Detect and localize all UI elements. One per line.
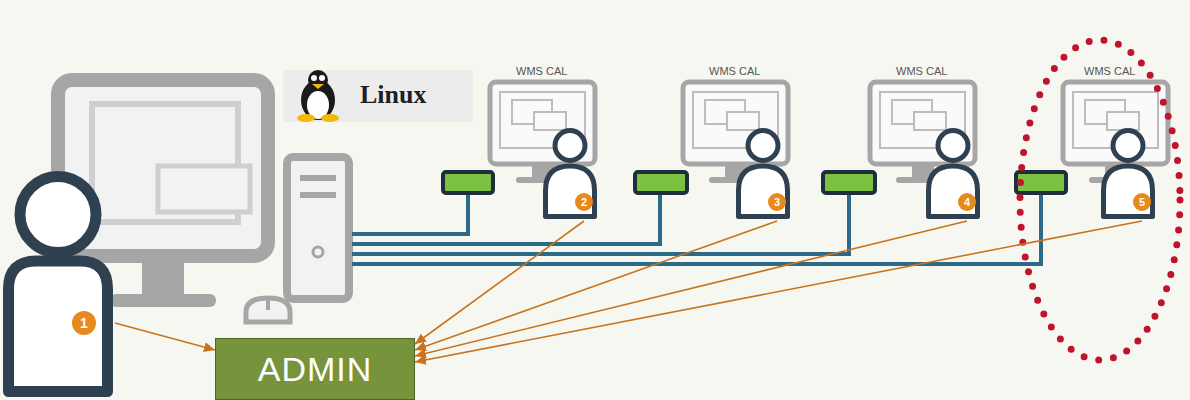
server-tower — [287, 157, 349, 299]
user-figure: 5 — [1100, 127, 1156, 220]
access-arrow — [415, 221, 777, 350]
highlight-ellipse — [1020, 40, 1180, 360]
access-arrow — [115, 323, 215, 350]
user-figure: 3 — [735, 127, 791, 220]
linux-logo — [283, 70, 473, 122]
callout-number: 1 — [72, 311, 96, 335]
callout-number: 2 — [575, 193, 593, 211]
user-figure: 1 — [2, 170, 114, 398]
station-label: WMS CAL — [709, 65, 760, 77]
callout-number: 4 — [958, 193, 976, 211]
callout-number: 5 — [1133, 193, 1151, 211]
admin-box: ADMIN — [215, 338, 415, 400]
access-arrow — [415, 221, 1142, 362]
user-figure: 4 — [925, 127, 981, 220]
user-figure: 2 — [542, 127, 598, 220]
os-name: Linux — [360, 80, 427, 110]
access-arrow — [415, 221, 584, 344]
station-label: WMS CAL — [1084, 65, 1135, 77]
person-icon — [2, 170, 114, 398]
station-label: WMS CAL — [516, 65, 567, 77]
box-label: ADMIN — [258, 350, 373, 389]
access-arrow — [415, 221, 967, 356]
callout-number: 3 — [768, 193, 786, 211]
station-label: WMS CAL — [896, 65, 947, 77]
